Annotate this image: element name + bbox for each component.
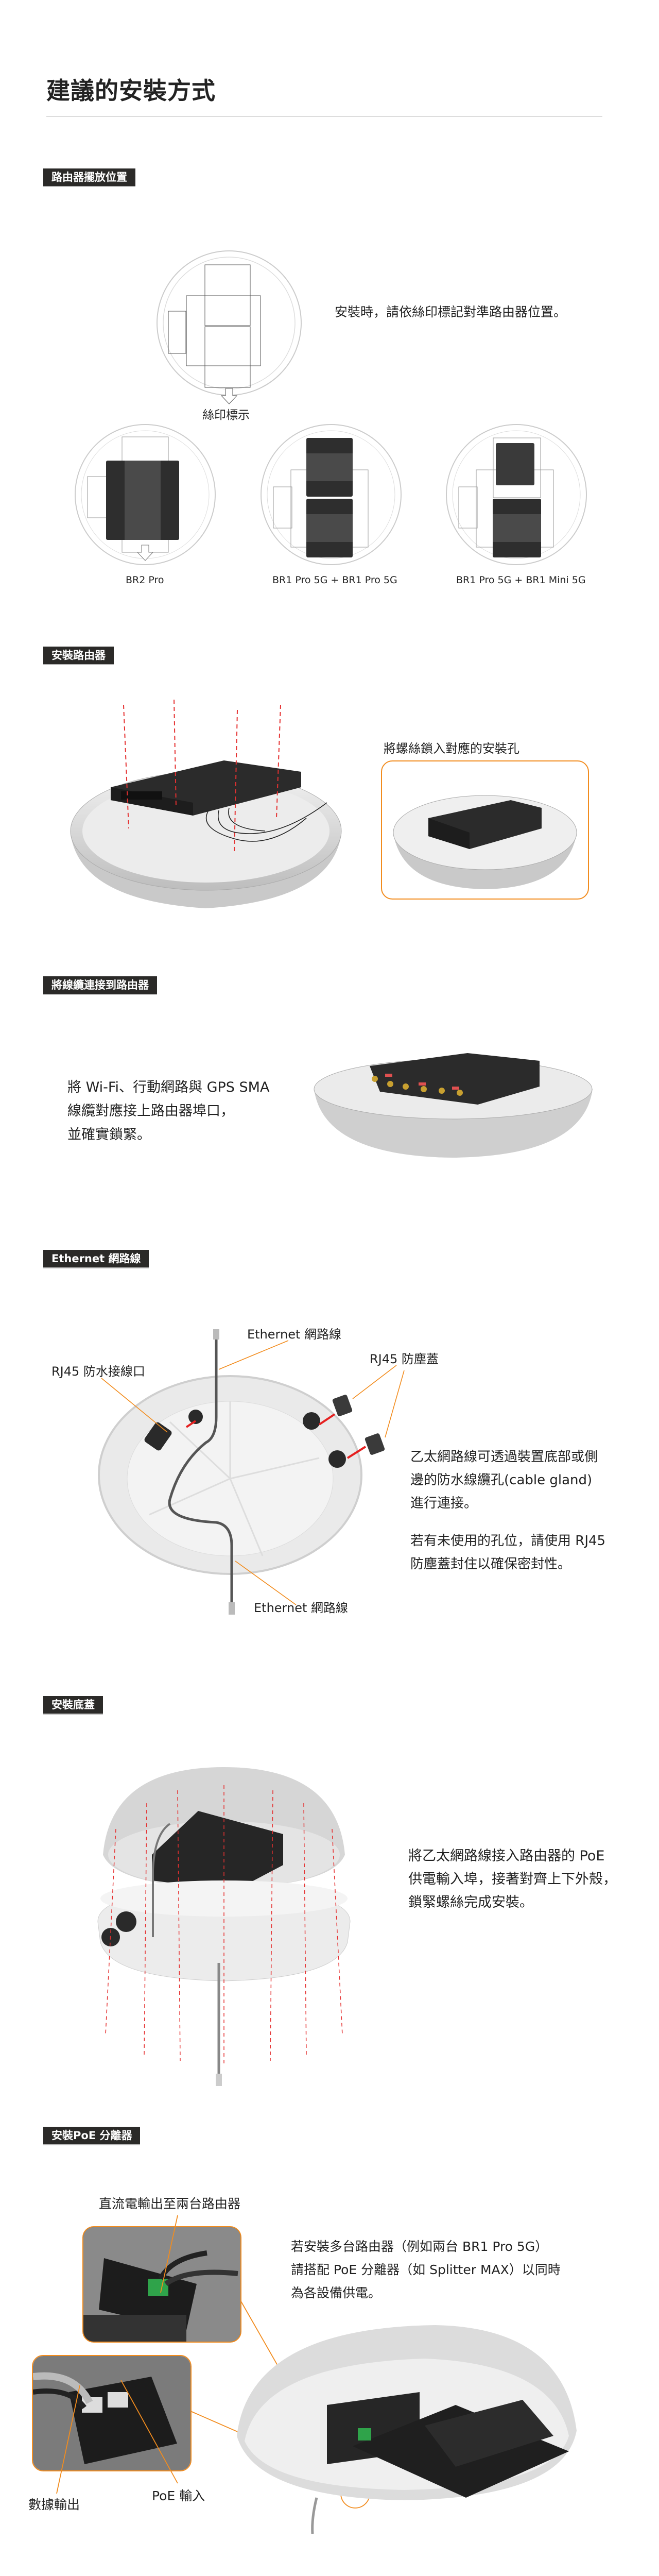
router-mount-illustration — [70, 699, 342, 908]
callout-poe-input: PoE 輸入 — [152, 2488, 205, 2503]
section-label-install-router: 安裝路由器 — [43, 647, 114, 665]
section-label-connect-cables: 將線纜連接到路由器 — [43, 976, 157, 995]
text-line: 若安裝多台路由器（例如兩台 BR1 Pro 5G） — [291, 2239, 548, 2254]
config-diagram-br1-pro-pair — [261, 424, 402, 565]
callout-rj45-waterproof-port: RJ45 防水接線口 — [51, 1364, 145, 1379]
callout-ethernet-cable-top: Ethernet 網路線 — [247, 1327, 342, 1342]
callout-data-output: 數據輸出 — [28, 2497, 80, 2512]
ethernet-text: 乙太網路線可透過裝置底部或側 邊的防水線纜孔(cable gland) 進行連接… — [410, 1446, 605, 1576]
callout-ethernet-cable-bottom: Ethernet 網路線 — [254, 1601, 349, 1615]
dc-output-detail-illustration — [83, 2227, 240, 2342]
text-line: 乙太網路線可透過裝置底部或側 — [410, 1449, 598, 1465]
poe-splitter-text: 若安裝多台路由器（例如兩台 BR1 Pro 5G） 請搭配 PoE 分離器（如 … — [291, 2235, 561, 2304]
ethernet-diagram — [98, 1329, 405, 1615]
text-line: 若有未使用的孔位，請使用 RJ45 — [410, 1533, 606, 1549]
text-line: 邊的防水線纜孔(cable gland) — [410, 1472, 593, 1488]
text-line: 將 Wi-Fi、行動網路與 GPS SMA — [67, 1079, 270, 1095]
page-title: 建議的安裝方式 — [46, 77, 216, 105]
section-label-ethernet: Ethernet 網路線 — [43, 1250, 149, 1268]
text-line: 鎖緊螺絲完成安裝。 — [408, 1894, 533, 1910]
section-label-placement: 路由器擺放位置 — [43, 168, 135, 187]
base-cover-text: 將乙太網路線接入路由器的 PoE 供電輸入埠，接著對齊上下外殼， 鎖緊螺絲完成安… — [408, 1844, 617, 1914]
config-label-br2-pro: BR2 Pro — [126, 574, 164, 586]
placement-instruction: 安裝時，請依絲印標記對準路由器位置。 — [335, 304, 567, 319]
data-poe-detail-illustration — [33, 2356, 190, 2470]
mount-holes-detail-box — [381, 760, 589, 900]
config-label-br1-pro-pair: BR1 Pro 5G + BR1 Pro 5G — [272, 574, 397, 586]
text-line: 並確實鎖緊。 — [67, 1127, 151, 1143]
text-line: 請搭配 PoE 分離器（如 Splitter MAX）以同時 — [291, 2262, 561, 2277]
connect-cables-text: 將 Wi-Fi、行動網路與 GPS SMA 線纜對應接上路由器埠口， 並確實鎖緊… — [67, 1076, 269, 1147]
section-label-base-cover: 安裝底蓋 — [43, 1696, 103, 1715]
silkscreen-diagram — [157, 250, 302, 404]
text-line: 將乙太網路線接入路由器的 PoE — [408, 1848, 605, 1864]
text-line: 為各設備供電。 — [291, 2285, 381, 2300]
cable-connection-illustration — [314, 1053, 593, 1158]
text-line: 供電輸入埠，接著對齊上下外殼， — [408, 1871, 617, 1887]
callout-dc-output: 直流電輸出至兩台路由器 — [99, 2196, 241, 2211]
title-divider — [46, 116, 602, 117]
mount-holes-detail-illustration — [393, 795, 577, 889]
silkscreen-caption: 絲印標示 — [202, 409, 250, 422]
dc-output-detail-box — [82, 2226, 241, 2343]
install-router-callout: 將螺絲鎖入對應的安裝孔 — [384, 741, 519, 756]
text-line: 防塵蓋封住以確保密封性。 — [410, 1556, 571, 1572]
config-label-br1-pro-mini: BR1 Pro 5G + BR1 Mini 5G — [456, 574, 586, 586]
section-label-poe-splitter: 安裝PoE 分離器 — [43, 2127, 141, 2145]
text-line: 進行連接。 — [410, 1496, 478, 1511]
callout-rj45-dust-cap: RJ45 防塵蓋 — [370, 1352, 439, 1366]
text-line: 線纜對應接上路由器埠口， — [67, 1103, 234, 1119]
config-diagram-br1-pro-mini — [446, 424, 587, 565]
poe-splitter-illustration — [237, 2325, 577, 2534]
data-poe-detail-box — [32, 2355, 192, 2471]
config-diagram-br2-pro — [75, 424, 216, 565]
base-cover-illustration — [97, 1767, 351, 2086]
